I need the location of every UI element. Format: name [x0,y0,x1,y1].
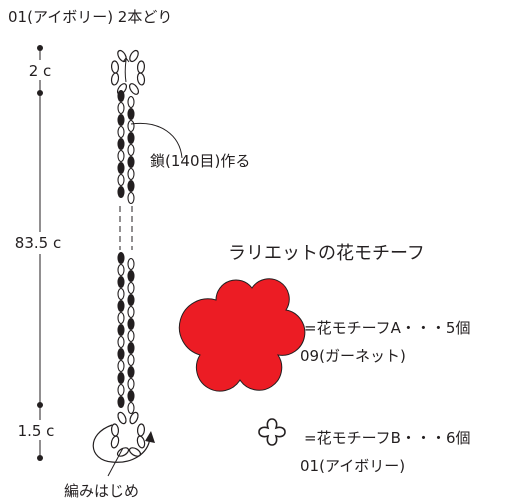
motif-a-yarn: 09(ガーネット) [300,347,406,365]
chain-stitch [127,131,135,145]
motif-b-yarn: 01(アイボリー) [300,457,405,475]
bottom-loop [109,410,147,459]
start-label: 編みはじめ [64,482,139,500]
flower-motif-a-icon [178,278,306,392]
chain-stitch [117,137,125,151]
chain-stitch [117,161,125,175]
chain-stitch [117,395,125,409]
chain-column [117,89,135,415]
chain-stitch [127,281,135,295]
chain-stitch [127,269,135,283]
chain-stitch [117,101,125,115]
tick-dot-83c [37,402,43,408]
chain-stitch [127,167,135,181]
chain-break [119,206,133,250]
chain-stitch [117,311,125,325]
chain-stitch [117,347,125,361]
chain-stitch [127,179,135,193]
chain-stitch [127,107,135,121]
chain-stitch [127,257,135,271]
chain-label: 鎖(140目)作る [150,152,250,170]
yarn-label: 01(アイボリー) 2本どり [8,8,172,26]
chain-stitch [127,143,135,157]
chain-stitch [117,113,125,127]
chain-stitch [127,305,135,319]
tick-dot-2c [37,90,43,96]
top-loop [110,48,146,97]
chain-stitch [117,359,125,373]
measure-middle: 83.5 c [15,234,61,252]
chain-stitch [127,389,135,403]
measurement-scale: 2 c 83.5 c 1.5 c [2,45,78,461]
chain-stitch [127,341,135,355]
chain-stitch [117,263,125,277]
start-arrow [92,424,155,477]
chain-stitch [127,95,135,109]
chain-stitch [117,323,125,337]
motif-title: ラリエットの花モチーフ [228,243,425,264]
chain-stitch [117,287,125,301]
chain-stitch [127,353,135,367]
tick-dot-top [37,45,43,51]
measure-bottom: 1.5 c [18,422,55,440]
chain-stitch [117,125,125,139]
measure-top: 2 c [29,62,52,80]
chain-stitch [127,191,135,205]
chain-stitch [117,275,125,289]
chain-stitch [127,317,135,331]
chain-stitch [127,401,135,415]
chain-stitch [117,383,125,397]
chain-stitch [117,173,125,187]
chain-stitch [127,155,135,169]
chain-leader-line [130,122,183,159]
flower-motif-b-icon [258,418,286,446]
motif-b-label: =花モチーフB・・・6個 [304,429,471,447]
chain-stitch [127,329,135,343]
chain-stitch [117,335,125,349]
chain-stitch [117,371,125,385]
chain-stitch [127,293,135,307]
chain-stitch [127,377,135,391]
chain-stitch [127,365,135,379]
chain-stitch [117,149,125,163]
chain-stitch [117,185,125,199]
chain-stitch [127,119,135,133]
motif-a-label: =花モチーフA・・・5個 [304,319,470,337]
chain-stitch [117,299,125,313]
chain-stitch [117,251,125,265]
chain-stitch [117,89,125,103]
tick-dot-bottom [37,455,43,461]
